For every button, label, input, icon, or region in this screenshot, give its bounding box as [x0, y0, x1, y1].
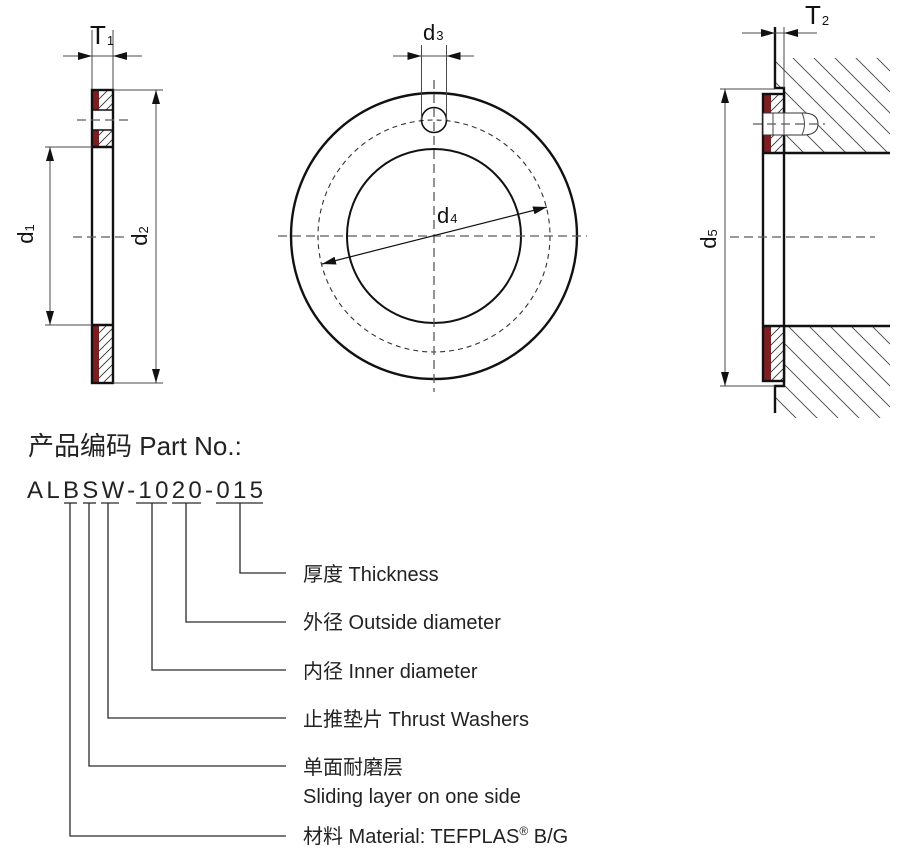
leader-type	[107, 503, 286, 719]
callout-thickness: 厚度 Thickness	[303, 563, 439, 586]
d4-label: d4	[437, 203, 457, 228]
callout-sliding-layer: 单面耐磨层	[303, 756, 403, 779]
t2-index: 2	[822, 13, 829, 28]
material-text: 材料 Material: TEFPLAS	[303, 825, 519, 848]
sliding-layer	[764, 326, 771, 380]
dimension-t1: T1	[63, 20, 142, 90]
leader-inner-diameter	[151, 503, 286, 671]
backing-hatch	[771, 326, 783, 380]
t2-symbol: T	[805, 0, 821, 30]
t2-label: T2	[805, 0, 829, 30]
sliding-layer	[93, 325, 99, 382]
pin-dome-line	[801, 112, 805, 136]
leader-sliding-layer	[88, 503, 286, 767]
dimension-d1: d1	[13, 146, 92, 326]
dimension-d3: d3	[393, 20, 474, 120]
backing-hatch	[99, 130, 112, 147]
locating-pin	[753, 112, 825, 136]
leader-outside-diameter	[185, 503, 286, 623]
part-number-code: ALBSW-1020-015	[27, 477, 263, 504]
housing-hatch-upper	[776, 58, 890, 153]
d1-index: 1	[22, 224, 37, 231]
d1-label: d1	[13, 224, 38, 243]
d3-label: d3	[423, 20, 443, 45]
d2-symbol: d	[127, 233, 152, 245]
t1-index: 1	[107, 33, 114, 48]
callout-inner-diameter: 内径 Inner diameter	[303, 660, 478, 683]
sliding-layer	[93, 91, 99, 110]
dimension-d4: d4	[321, 203, 548, 265]
callout-material: 材料 Material: TEFPLAS® B/G	[303, 824, 568, 848]
d2-index: 2	[136, 226, 151, 233]
part-number-key: 产品编码 Part No.: ALBSW-1020-015 厚度 Thickne…	[27, 431, 568, 848]
d5-symbol: d	[696, 236, 721, 248]
leader-material	[69, 503, 286, 837]
front-view: d3 d4	[278, 20, 587, 392]
backing-hatch	[99, 325, 112, 382]
d2-label: d2	[127, 226, 152, 245]
t1-label: T1	[90, 20, 114, 50]
installed-view: T2 d5	[696, 0, 890, 418]
part-number-heading: 产品编码 Part No.:	[28, 431, 242, 461]
d3-symbol: d	[423, 20, 435, 45]
d3-index: 3	[436, 28, 443, 43]
backing-hatch	[771, 135, 783, 153]
sliding-layer	[764, 95, 771, 113]
material-grade: B/G	[528, 826, 568, 848]
callout-outside-diameter: 外径 Outside diameter	[303, 611, 501, 634]
d5-index: 5	[705, 229, 720, 236]
backing-hatch	[99, 91, 112, 110]
side-view: T1 d1 d	[13, 20, 163, 385]
sliding-layer	[764, 135, 771, 153]
t1-symbol: T	[90, 20, 106, 50]
dimension-d5: d5	[696, 88, 775, 387]
housing-outline-lower	[773, 324, 890, 413]
dimension-d2: d2	[113, 89, 163, 384]
backing-hatch	[771, 95, 783, 113]
d1-symbol: d	[13, 231, 38, 243]
housing-hatch-lower	[776, 326, 890, 418]
registered-mark: ®	[519, 824, 528, 838]
dimension-t2: T2	[742, 0, 829, 88]
d5-label: d5	[696, 229, 721, 248]
dimension-line	[321, 206, 548, 265]
leader-thickness	[239, 503, 286, 574]
callout-sliding-layer-english: Sliding layer on one side	[303, 786, 521, 808]
washer-section	[73, 88, 128, 385]
d4-index: 4	[450, 211, 457, 226]
callout-type: 止推垫片 Thrust Washers	[303, 708, 529, 731]
d4-symbol: d	[437, 203, 449, 228]
sliding-layer	[93, 130, 99, 147]
